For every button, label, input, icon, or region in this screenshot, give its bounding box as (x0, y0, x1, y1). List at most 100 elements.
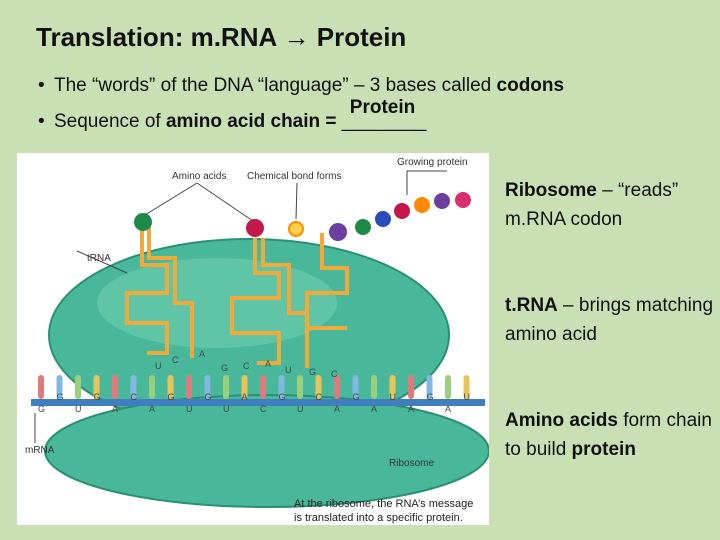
note-text: – brings matching amino acid (505, 295, 714, 345)
bullet-text: The “words” of the DNA “language” – 3 ba… (54, 75, 497, 96)
mrna-base (315, 375, 322, 399)
mrna-base-letter: U (390, 392, 397, 402)
note-term: Ribosome (505, 180, 597, 201)
bond-burst-icon (288, 221, 304, 237)
mrna-base-letter: U (186, 404, 193, 414)
amino-acid-2 (246, 219, 264, 237)
mrna-base-letter: A (334, 404, 340, 414)
mrna-base-letter: G (279, 392, 286, 402)
leader-lines (34, 170, 447, 443)
mrna-base (241, 375, 248, 399)
mrna-base-letter: A (242, 392, 248, 402)
bullet-bold: amino acid chain = (165, 111, 342, 132)
mrna-base-letter: U (464, 392, 471, 402)
mrna-base-letter: A (112, 404, 118, 414)
bullet-marker: • (38, 75, 45, 96)
anticodon-letter: A (199, 349, 205, 359)
mrna-base (371, 375, 377, 399)
mrna-base-letter: C (260, 404, 267, 414)
mrna-base (389, 375, 396, 399)
mrna-base (56, 375, 63, 399)
protein-bead-1 (355, 219, 371, 235)
label-growing-protein: Growing protein (397, 157, 468, 168)
mrna-base-letter: A (371, 404, 377, 414)
amino-acid-3 (329, 223, 347, 241)
trna-molecule (125, 225, 349, 368)
label-amino-acids: Amino acids (172, 171, 226, 182)
mrna-base (149, 375, 155, 399)
mrna-base (445, 375, 451, 399)
mrna-base (204, 375, 211, 399)
mrna-base (167, 375, 174, 399)
anticodon-letter: G (309, 367, 316, 377)
mrna-base (426, 375, 433, 399)
anticodon-letter: C (243, 361, 250, 371)
fill-in-blank: ________Protein (341, 97, 427, 140)
caption-line-1: At the ribosome, the RNA’s message (294, 498, 474, 510)
mrna-base-letter: U (75, 404, 82, 414)
label-ribosome: Ribosome (389, 458, 434, 469)
blank-answer: Protein (349, 97, 416, 118)
label-mrna: mRNA (25, 445, 55, 456)
anticodon-letter: A (265, 359, 271, 369)
mrna-base-letter: A (445, 404, 451, 414)
mrna-base (463, 375, 470, 399)
mrna-base-letter: G (38, 404, 45, 414)
bullet-text: Sequence of (54, 111, 166, 132)
ribosome-small-subunit (44, 394, 489, 508)
protein-bead-3 (394, 203, 410, 219)
amino-acid-1 (134, 213, 152, 231)
mrna-strand (31, 399, 485, 406)
bullet-list: • The “words” of the DNA “language” – 3 b… (38, 68, 564, 140)
note-amino-acids: Amino acids form chain to build protein (505, 406, 715, 464)
protein-bead-4 (414, 197, 430, 213)
mrna-base (352, 375, 359, 399)
protein-bead-5 (434, 193, 450, 209)
bullet-bold: codons (496, 75, 565, 96)
slide-title: Translation: m.RNA → Protein (36, 22, 407, 52)
anticodon-letter: G (221, 363, 228, 373)
mrna-base (223, 375, 229, 399)
note-trna: t.RNA – brings matching amino acid (505, 291, 715, 349)
note-text: – “reads” m.RNA codon (505, 180, 679, 230)
mrna-base-letter: C (131, 392, 138, 402)
protein-bead-2 (375, 211, 391, 227)
mrna-base (278, 375, 285, 399)
caption-line-2: is translated into a specific protein. (294, 512, 463, 524)
anticodon-letter: U (285, 365, 292, 375)
mrna-base (112, 375, 118, 399)
note-term: Amino acids (505, 410, 618, 431)
note-term: t.RNA (505, 295, 558, 316)
mrna-base (260, 375, 266, 399)
mrna-base (334, 375, 340, 399)
mrna-base-letter: G (427, 392, 434, 402)
figure-caption: At the ribosome, the RNA’s message is tr… (294, 497, 473, 525)
mrna-base-letter: C (316, 392, 323, 402)
label-chemical-bond: Chemical bond forms (247, 171, 341, 182)
mrna-base-letter: G (94, 392, 101, 402)
mrna-base-letter: G (168, 392, 175, 402)
anticodon-letter: C (331, 369, 338, 379)
ribosome-highlight (97, 258, 337, 348)
protein-bead-6 (455, 192, 471, 208)
note-text: form chain to build (505, 410, 712, 460)
mrna-base (130, 375, 137, 399)
mrna-base-letter: U (297, 404, 304, 414)
label-trna: tRNA (87, 253, 111, 264)
mrna-base-letter: G (205, 392, 212, 402)
blank-line: ________ (341, 111, 427, 132)
mrna-base (75, 375, 81, 399)
mrna-base-letter: G (57, 392, 64, 402)
anticodon-letter: C (172, 355, 179, 365)
mrna-base-letter: G (353, 392, 360, 402)
mrna-base (408, 375, 414, 399)
mrna-base-letter: A (408, 404, 414, 414)
bullet-marker: • (38, 111, 45, 132)
anticodon-letter: U (155, 361, 162, 371)
bullet-codons: • The “words” of the DNA “language” – 3 b… (38, 68, 564, 104)
mrna-base-letter: U (223, 404, 230, 414)
mrna-base-letter: A (149, 404, 155, 414)
